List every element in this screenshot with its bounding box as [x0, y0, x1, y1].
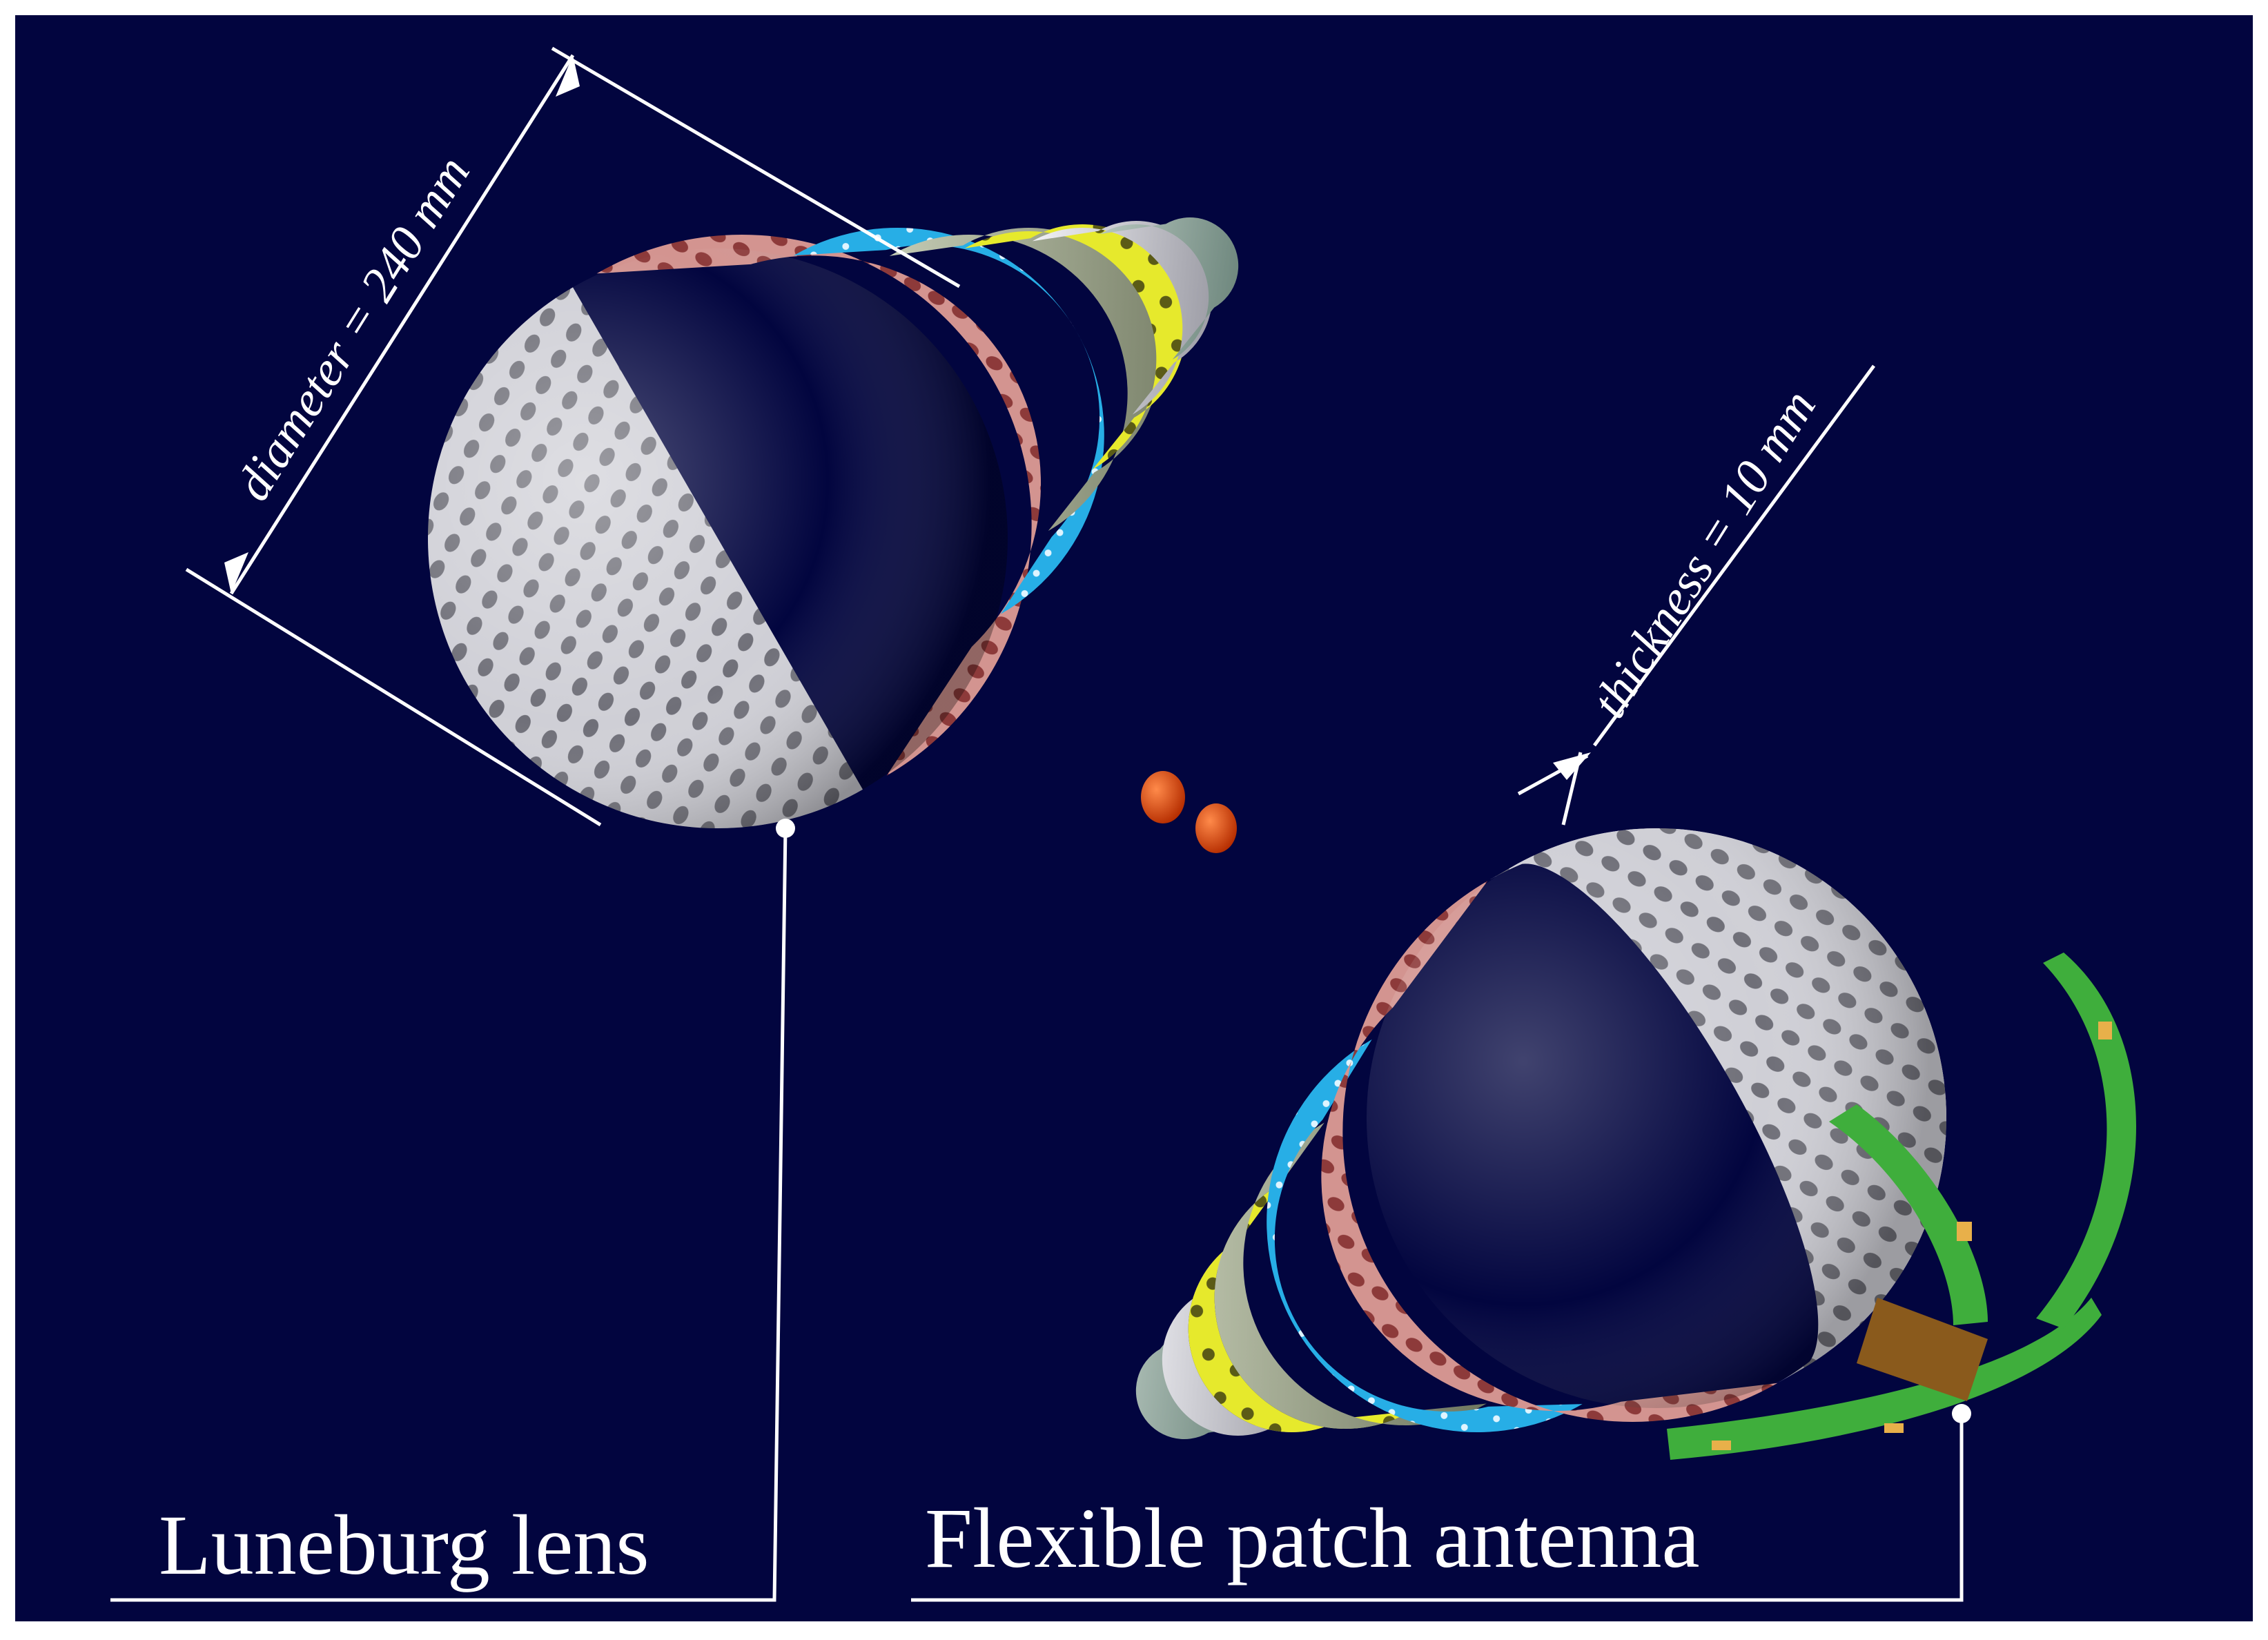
- diameter-extension-bottom: [185, 567, 602, 827]
- patch-element-4: [2098, 1022, 2112, 1039]
- antenna-callout-leader: [911, 1414, 1964, 1602]
- teal-shell-left: [1099, 217, 1239, 360]
- outer-shell-left-shade: [428, 248, 1008, 828]
- teal-shell-right: [1135, 1297, 1275, 1439]
- antenna-feed-pad: [1857, 1298, 1988, 1401]
- antenna-label: Flexible patch antenna: [925, 1491, 1699, 1585]
- core-right: [1195, 803, 1237, 853]
- antenna-callout: [911, 1404, 1971, 1602]
- lens-right-half: [1135, 828, 1946, 1439]
- outer-shell-right-shade: [1367, 828, 1946, 1408]
- patch-element-3: [1884, 1423, 1904, 1433]
- diameter-dimension: [185, 46, 961, 827]
- lens-callout: [110, 819, 795, 1602]
- diameter-arrowhead-bottom: [224, 552, 248, 594]
- lens-label: Luneburg lens: [159, 1498, 649, 1592]
- patch-element-2: [1712, 1441, 1731, 1450]
- diameter-extension-top: [551, 46, 961, 289]
- antenna-strip-mid: [1829, 1104, 1988, 1325]
- thickness-extension-right: [1592, 364, 1876, 747]
- antenna-strip-upper: [2036, 953, 2136, 1329]
- diameter-arrow-line: [229, 54, 575, 595]
- antenna-strip-lower: [1667, 1298, 2102, 1460]
- patch-element-1: [1957, 1222, 1972, 1241]
- lens-callout-leader: [110, 828, 788, 1602]
- grey-shell-left: [1032, 221, 1213, 415]
- flexible-patch-antenna: [1667, 953, 2136, 1460]
- diameter-arrowhead-top: [556, 55, 580, 97]
- thickness-dimension: [1517, 364, 1876, 826]
- lens-left-half: [428, 217, 1239, 828]
- core-left: [1141, 771, 1185, 823]
- thickness-arrowhead: [1553, 752, 1591, 780]
